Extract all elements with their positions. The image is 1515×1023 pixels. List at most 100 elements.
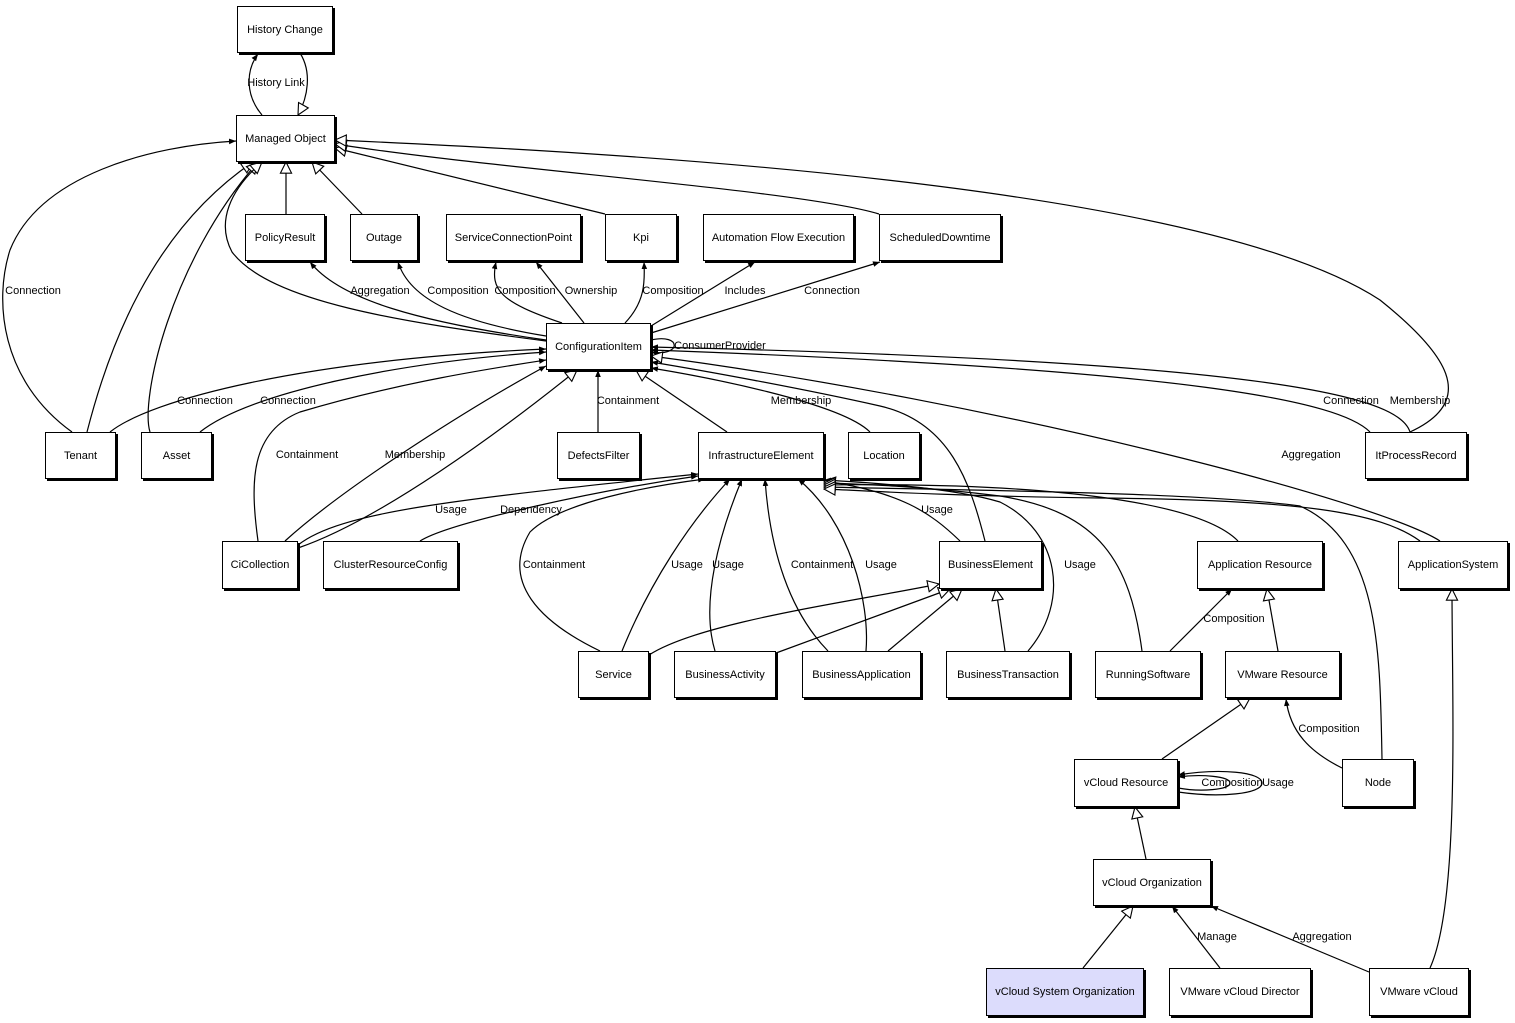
association-edge-tenant-to-ci [109,346,547,433]
edge-label: Usage [1064,559,1096,571]
association-edge-ci-to-scheduled_downtime [650,261,881,334]
class-node-business-application[interactable]: BusinessApplication [802,651,921,698]
generalization-edge-ie-to-ci [636,370,728,433]
edge-label: Usage [1262,777,1294,789]
class-node-kpi[interactable]: Kpi [605,214,677,261]
generalization-edge-outage-to-managed_object [312,162,363,215]
class-node-vmware-vcloud-director[interactable]: VMware vCloud Director [1169,968,1311,1016]
class-node-ci-collection[interactable]: CiCollection [222,541,298,589]
class-node-label: Outage [365,231,403,244]
class-node-running-software[interactable]: RunningSoftware [1095,651,1201,698]
class-node-ci[interactable]: ConfigurationItem [546,323,651,370]
edge-label: Composition [1298,723,1359,735]
class-node-label: BusinessElement [948,559,1033,571]
association-edge-business_application-to-ie [762,478,829,652]
association-edge-ci-to-afe [650,261,756,327]
class-node-label: VMware vCloud [1380,986,1458,998]
edge-label: Containment [791,559,853,571]
class-node-scp[interactable]: ServiceConnectionPoint [446,214,581,261]
class-node-vmware-vcloud[interactable]: VMware vCloud [1369,968,1469,1016]
generalization-edge-business_transaction-to-business_element [996,589,1006,652]
class-node-label: Node [1364,777,1392,789]
edge-label: Membership [1390,395,1451,407]
association-edge-running_software-to-application_resource [1169,588,1233,652]
class-node-label: DefectsFilter [567,449,630,462]
class-node-application-system[interactable]: ApplicationSystem [1398,541,1508,589]
edge-label: Dependency [500,504,562,516]
class-node-scheduled-downtime[interactable]: ScheduledDowntime [879,214,1001,261]
edge-label: Aggregation [350,285,409,297]
class-node-vmware-resource[interactable]: VMware Resource [1225,651,1340,698]
class-node-label: PolicyResult [254,231,316,244]
class-node-policy-result[interactable]: PolicyResult [245,214,325,261]
class-node-label: Service [595,668,632,681]
association-edge-managed_object-to-history_change [248,53,263,116]
class-node-label: History Change [247,23,323,36]
association-edge-service-to-ie [621,478,731,652]
generalization-edge-business_activity-to-business_element [775,589,950,654]
class-node-business-element[interactable]: BusinessElement [939,541,1042,589]
class-node-cluster-resource-config[interactable]: ClusterResourceConfig [323,541,458,589]
edge-label: Aggregation [1281,449,1340,461]
edge-label: Manage [1197,931,1237,943]
edge-label: Ownership [565,285,618,297]
class-node-label: RunningSoftware [1105,668,1191,681]
edge-label: Membership [385,449,446,461]
class-node-vcloud-system-organization[interactable]: vCloud System Organization [986,968,1144,1016]
generalization-edge-it_process_record-to-managed_object [335,140,1449,433]
association-edge-ci-to-scp [491,261,563,324]
class-node-service[interactable]: Service [578,651,649,698]
edge-label: Composition [1203,613,1264,625]
class-node-asset[interactable]: Asset [141,432,212,479]
edge-label: Containment [276,449,338,461]
class-node-afe[interactable]: Automation Flow Execution [703,214,854,261]
edge-label: History Link [247,77,305,89]
association-edge-vcloud_resource-to-vcloud_resource [1177,773,1231,791]
generalization-edge-business_application-to-business_element [887,589,962,652]
edge-label: Includes [725,285,766,297]
class-node-label: Location [863,449,905,462]
edge-label: Containment [523,559,585,571]
class-node-business-transaction[interactable]: BusinessTransaction [946,651,1070,698]
class-node-managed-object[interactable]: Managed Object [236,115,335,162]
class-node-outage[interactable]: Outage [350,214,418,261]
class-node-vcloud-resource[interactable]: vCloud Resource [1074,759,1178,807]
generalization-edge-tenant-to-managed_object [86,162,253,433]
class-node-label: vCloud Resource [1083,777,1169,789]
class-node-label: Managed Object [245,132,326,145]
generalization-edge-kpi-to-managed_object [335,148,606,215]
association-edge-business_transaction-to-ie [823,477,1055,652]
edge-label: Aggregation [1292,931,1351,943]
class-node-label: ScheduledDowntime [889,231,991,244]
edge-label: Composition [427,285,488,297]
class-node-history-change[interactable]: History Change [237,6,333,53]
class-node-business-activity[interactable]: BusinessActivity [674,651,776,698]
class-node-label: ConfigurationItem [555,340,642,353]
edge-label: Usage [865,559,897,571]
association-edge-ci_collection-to-ie [297,471,699,546]
class-node-vcloud-organization[interactable]: vCloud Organization [1093,859,1211,906]
association-edge-service-to-ie [519,477,706,652]
class-node-label: ItProcessRecord [1375,449,1457,462]
class-node-label: VMware vCloud Director [1180,986,1300,998]
class-node-location[interactable]: Location [848,432,920,479]
association-edge-vmware_vcloud-to-vcloud_organization [1210,905,1370,973]
association-edge-ci_collection-to-ci [284,365,547,542]
class-node-defects-filter[interactable]: DefectsFilter [557,432,640,479]
class-node-application-resource[interactable]: Application Resource [1197,541,1323,589]
edge-label: Usage [921,504,953,516]
generalization-edge-ci-to-managed_object [224,162,547,342]
association-edge-tenant-to-managed_object [2,138,237,433]
class-node-tenant[interactable]: Tenant [45,432,116,479]
class-node-ie[interactable]: InfrastructureElement [698,432,824,479]
edge-label: Usage [435,504,467,516]
association-edge-vcloud_resource-to-vcloud_resource [1177,770,1263,796]
association-edge-ci-to-kpi [624,261,648,324]
class-node-it-process-record[interactable]: ItProcessRecord [1365,432,1467,479]
generalization-edge-vmware_resource-to-application_resource [1267,589,1279,652]
class-node-label: Asset [162,449,191,462]
class-node-node[interactable]: Node [1342,759,1414,807]
edge-label: Connection [260,395,316,407]
